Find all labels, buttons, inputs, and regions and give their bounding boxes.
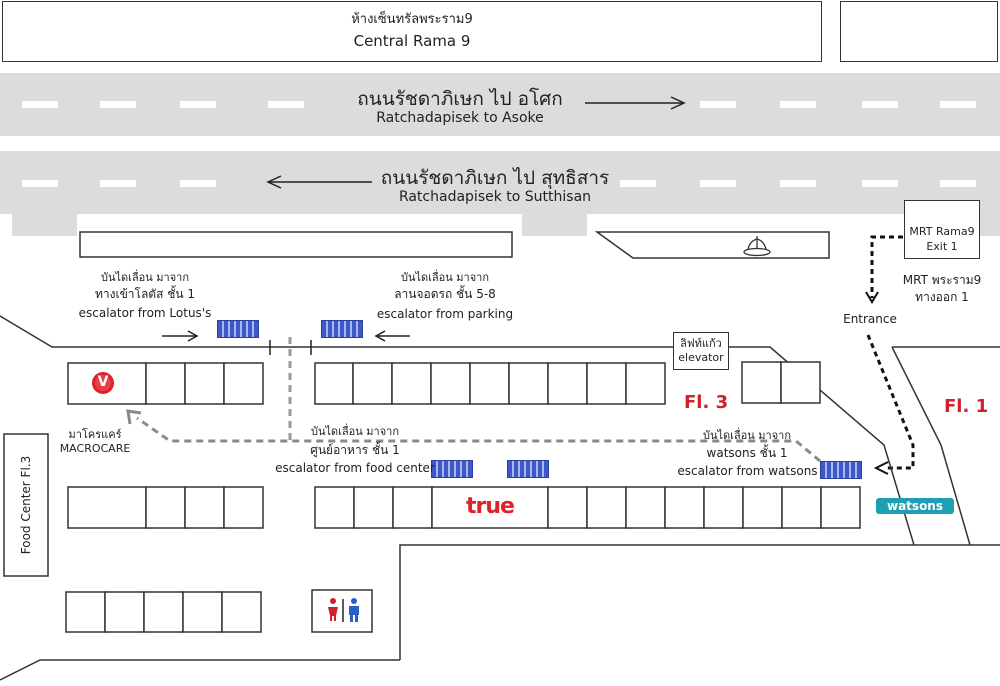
road-curb-left (12, 214, 77, 236)
escalator-parking-th1: บันไดเลื่อน มาจาก (400, 271, 489, 284)
mrt-sign (904, 200, 980, 259)
road-to-sutthisan (0, 151, 1000, 214)
road-asoke-th: ถนนรัชดาภิเษก ไป อโศก (357, 88, 563, 110)
mrt-sign-line2: Exit 1 (926, 240, 958, 253)
escalator-parking-th2: ลานจอดรถ ชั้น 5-8 (394, 287, 496, 301)
road-to-asoke (0, 73, 1000, 136)
escalator-parking-en: escalator from parking (376, 307, 514, 321)
mall-name-en: Central Rama 9 (353, 32, 471, 50)
macrocare-en: MACROCARE (59, 442, 131, 455)
food-center-label: Food Center Fl.3 (19, 455, 33, 555)
watsons-logo: watsons (876, 498, 954, 514)
escalator-lotus-en: escalator from Lotus's (78, 306, 212, 320)
escalator-watsons-th2: watsons ชั้น 1 (706, 446, 788, 460)
escalator-lotus (217, 320, 259, 338)
entrance-label: Entrance (843, 312, 897, 326)
escalator-parking (321, 320, 363, 338)
true-logo: true (466, 494, 515, 519)
road-curb-mid (522, 214, 587, 236)
mrt-th-line2: ทางออก 1 (915, 290, 969, 304)
macrocare-logo-letter: V (97, 374, 109, 390)
macrocare-logo-icon (92, 372, 114, 394)
escalator-food-en: escalator from food center (275, 461, 435, 475)
escalator-lotus-th2: ทางเข้าโลตัส ชั้น 1 (94, 287, 196, 301)
elevator-th: ลิฟท์แก้ว (680, 337, 722, 350)
escalator-food-th2: ศูนย์อาหาร ชั้น 1 (310, 443, 400, 457)
escalator-food-a (431, 460, 473, 478)
escalator-watsons (820, 461, 862, 479)
mrt-sign-line1: MRT Rama9 (909, 225, 975, 238)
road-sutthisan-th: ถนนรัชดาภิเษก ไป สุทธิสาร (380, 167, 610, 189)
restroom-icon (328, 598, 359, 622)
mall-name-th: ห้างเซ็นทรัลพระราม9 (351, 12, 473, 27)
mall-building (2, 1, 822, 62)
floor-label-fl1: Fl. 1 (944, 396, 989, 417)
escalator-lotus-th1: บันไดเลื่อน มาจาก (100, 271, 189, 284)
mrt-th-line1: MRT พระราม9 (902, 273, 982, 287)
escalator-food-th1: บันไดเลื่อน มาจาก (310, 425, 399, 438)
side-building (840, 1, 998, 62)
escalator-watsons-en: escalator from watsons (677, 464, 818, 478)
road-asoke-en: Ratchadapisek to Asoke (376, 110, 544, 126)
fountain-icon (743, 236, 771, 257)
elevator (673, 332, 729, 370)
escalator-watsons-th1: บันไดเลื่อน มาจาก (702, 429, 791, 442)
road-sutthisan-en: Ratchadapisek to Sutthisan (398, 189, 592, 205)
macrocare-th: มาโครแคร์ (68, 428, 122, 441)
floor-label-fl3: Fl. 3 (684, 392, 729, 413)
lane-dashes (22, 101, 976, 187)
elevator-en: elevator (678, 351, 724, 364)
escalator-food-b (507, 460, 549, 478)
